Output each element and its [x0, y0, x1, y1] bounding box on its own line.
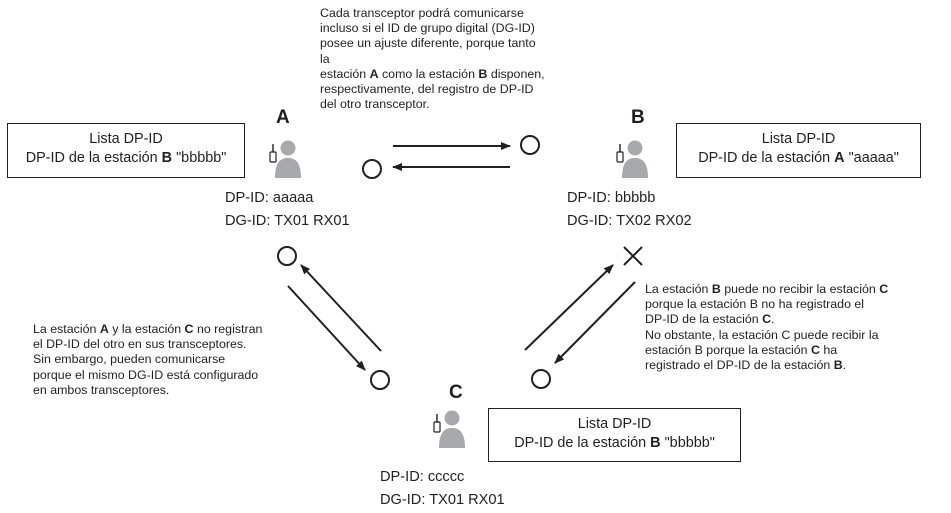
station-a-label: A: [276, 107, 290, 128]
cross-no-receive-b: [623, 246, 643, 266]
station-c-label: C: [449, 382, 463, 403]
station-a-dg-id: DG-ID: TX01 RX01: [225, 213, 350, 229]
arrow-c-to-a: [300, 264, 382, 352]
left-note: La estación A y la estación C no registr…: [33, 322, 263, 397]
circle-receive-a: [362, 159, 382, 179]
station-b-label: B: [631, 107, 645, 128]
right-note: La estación B puede no recibir la estaci…: [645, 282, 889, 373]
station-c-dpid-list: Lista DP-ID DP-ID de la estación B "bbbb…: [488, 408, 741, 462]
station-a-dpid-list: Lista DP-ID DP-ID de la estación B "bbbb…: [7, 123, 245, 178]
top-note: Cada transceptor podrá comunicarse inclu…: [320, 6, 545, 112]
circle-receive-a-from-c: [277, 246, 297, 266]
circle-receive-c-from-b: [531, 369, 551, 389]
station-c-dg-id: DG-ID: TX01 RX01: [380, 492, 505, 508]
station-b-person-icon: [616, 140, 648, 178]
station-c-person-icon: [433, 410, 465, 448]
arrow-c-to-b: [524, 264, 614, 351]
circle-receive-c-from-a: [370, 370, 390, 390]
station-a-person-icon: [269, 140, 301, 178]
station-c-dp-id: DP-ID: ccccc: [380, 469, 465, 485]
circle-receive-b: [520, 135, 540, 155]
station-b-dg-id: DG-ID: TX02 RX02: [567, 213, 692, 229]
arrow-a-to-c: [287, 285, 366, 371]
arrow-b-to-c: [554, 281, 636, 364]
station-b-dpid-list: Lista DP-ID DP-ID de la estación A "aaaa…: [676, 123, 921, 178]
station-b-dp-id: DP-ID: bbbbb: [567, 190, 656, 206]
station-a-dp-id: DP-ID: aaaaa: [225, 190, 314, 206]
